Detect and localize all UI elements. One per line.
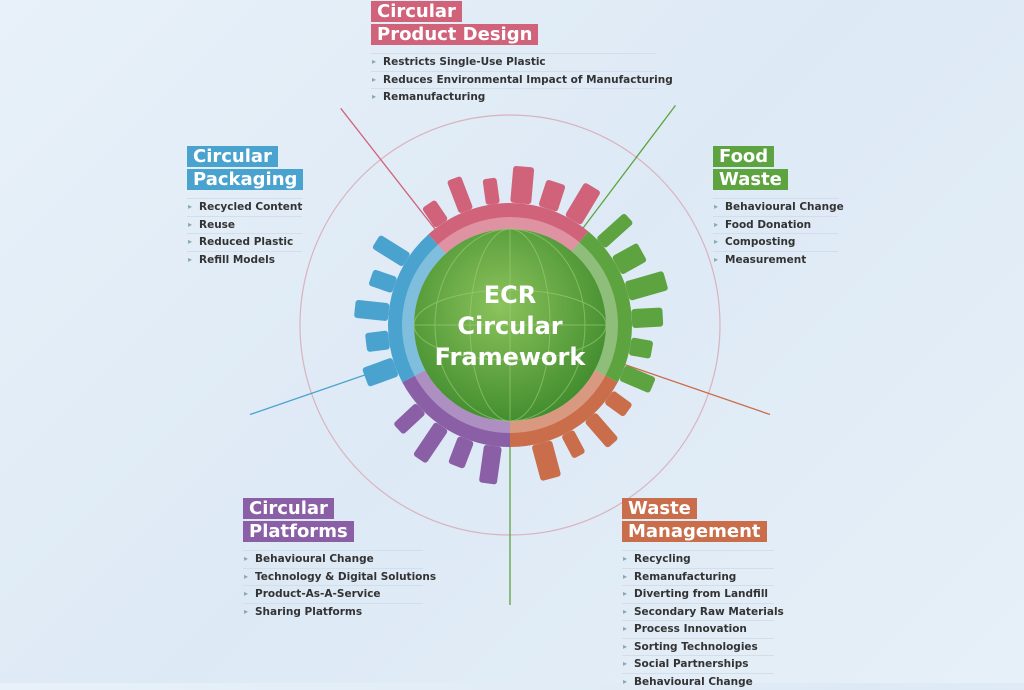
list-item: Reuse	[187, 216, 302, 234]
title-line: Platforms	[243, 521, 354, 542]
panel-waste-management: Waste Management RecyclingRemanufacturin…	[622, 498, 774, 690]
sector-item-icon	[354, 300, 390, 321]
list-item: Composting	[713, 233, 838, 251]
sector-item-icon	[631, 308, 663, 329]
list-item: Social Partnerships	[622, 655, 774, 673]
title-line: Circular	[371, 1, 462, 22]
title-line: Management	[622, 521, 767, 542]
section-title: Waste Management	[622, 498, 774, 542]
sector-item-icon	[362, 357, 399, 387]
list-item: Secondary Raw Materials	[622, 603, 774, 621]
title-line: Circular	[187, 146, 278, 167]
center-title: ECR Circular Framework	[410, 280, 610, 373]
item-list: RecyclingRemanufacturingDiverting from L…	[622, 550, 774, 690]
center-line-1: ECR	[410, 280, 610, 311]
title-line: Food	[713, 146, 774, 167]
sector-item-icon	[584, 412, 618, 448]
item-list: Behavioural ChangeTechnology & Digital S…	[243, 550, 423, 620]
list-item: Remanufacturing	[622, 568, 774, 586]
sector-item-icon	[368, 269, 397, 293]
section-title: Circular Platforms	[243, 498, 423, 542]
item-list: Recycled ContentReuseReduced PlasticRefi…	[187, 198, 302, 268]
divider-line	[341, 108, 449, 246]
sector-item-icon	[479, 445, 502, 485]
center-line-2: Circular	[410, 311, 610, 342]
sector-item-icon	[531, 440, 561, 481]
title-line: Packaging	[187, 169, 303, 190]
title-line: Product Design	[371, 24, 538, 45]
sector-item-icon	[629, 337, 654, 359]
list-item: Technology & Digital Solutions	[243, 568, 423, 586]
center-line-3: Framework	[410, 342, 610, 373]
section-title: Circular Product Design	[371, 1, 656, 45]
sector-item-icon	[413, 422, 449, 464]
panel-product-design: Circular Product Design Restricts Single…	[371, 1, 656, 106]
sector-item-icon	[447, 176, 474, 214]
item-list: Behavioural ChangeFood DonationCompostin…	[713, 198, 838, 268]
list-item: Reduced Plastic	[187, 233, 302, 251]
panel-platforms: Circular Platforms Behavioural ChangeTec…	[243, 498, 423, 620]
title-line: Waste	[713, 169, 788, 190]
sector-item-icon	[565, 182, 601, 225]
sector-item-icon	[625, 271, 669, 301]
sector-item-icon	[538, 179, 566, 212]
list-item: Refill Models	[187, 251, 302, 269]
title-line: Waste	[622, 498, 697, 519]
list-item: Behavioural Change	[622, 673, 774, 690]
list-item: Recycling	[622, 550, 774, 568]
sector-item-icon	[482, 177, 499, 205]
sector-item-icon	[596, 213, 634, 249]
section-title: Circular Packaging	[187, 146, 302, 190]
list-item: Restricts Single-Use Plastic	[371, 53, 656, 71]
panel-food-waste: Food Waste Behavioural ChangeFood Donati…	[713, 146, 838, 268]
item-list: Restricts Single-Use PlasticReduces Envi…	[371, 53, 656, 106]
list-item: Diverting from Landfill	[622, 585, 774, 603]
sector-item-icon	[365, 330, 390, 352]
sector-item-icon	[448, 436, 474, 469]
sector-item-icon	[372, 234, 411, 267]
list-item: Behavioural Change	[713, 198, 838, 216]
list-item: Remanufacturing	[371, 88, 656, 106]
title-line: Circular	[243, 498, 334, 519]
list-item: Sharing Platforms	[243, 603, 423, 621]
sector-item-icon	[510, 166, 534, 205]
list-item: Measurement	[713, 251, 838, 269]
section-title: Food Waste	[713, 146, 838, 190]
list-item: Product-As-A-Service	[243, 585, 423, 603]
list-item: Recycled Content	[187, 198, 302, 216]
list-item: Behavioural Change	[243, 550, 423, 568]
list-item: Reduces Environmental Impact of Manufact…	[371, 71, 656, 89]
list-item: Food Donation	[713, 216, 838, 234]
list-item: Sorting Technologies	[622, 638, 774, 656]
list-item: Process Innovation	[622, 620, 774, 638]
panel-packaging: Circular Packaging Recycled ContentReuse…	[187, 146, 302, 268]
